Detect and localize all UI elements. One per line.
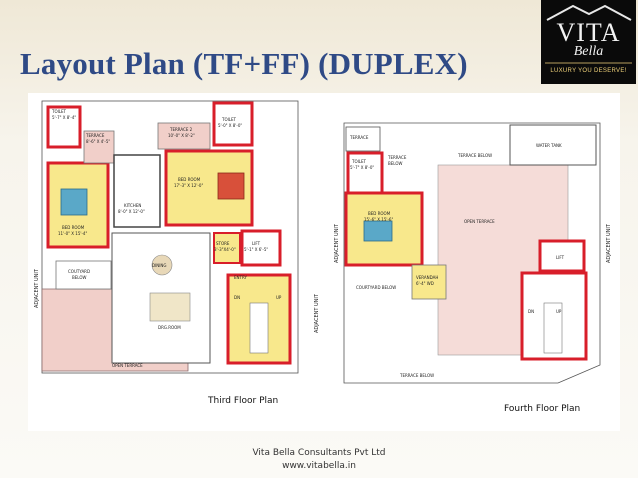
- tf-dining-table: [151, 254, 173, 276]
- third-floor-plan: TOILET 5'-7" X 8'-4" TERRACE 8'-6" X 4'-…: [34, 100, 320, 406]
- tf-label-up: UP: [276, 295, 282, 300]
- ff-label-terrace: TERRACE: [349, 135, 369, 140]
- tf-label-drg-room: DRG.ROOM: [158, 325, 181, 330]
- tf-label-terrace-2-dim: 10'-0" X 8'-2": [168, 133, 195, 138]
- tf-label-toilet-2-dim: 5'-0" X 8'-0": [218, 123, 242, 128]
- ff-label-terrace-below-bottom: TERRACE BELOW: [399, 373, 434, 378]
- tf-label-store: STORE: [216, 241, 230, 246]
- ff-label-toilet-dim: 5'-7" X 8'-0": [350, 165, 374, 170]
- ff-label-dn: DN: [528, 309, 534, 314]
- tf-label-bedroom-1: BED ROOM: [62, 225, 85, 230]
- tf-label-bedroom-2: BED ROOM: [178, 177, 201, 182]
- tf-label-kitchen: KITCHEN: [124, 203, 141, 208]
- tf-bed-1: [60, 188, 88, 216]
- tf-outline: [41, 100, 299, 374]
- logo-word-bella: Bella: [573, 44, 604, 59]
- ff-label-verandah: VERANDAH: [416, 275, 438, 280]
- logo-word-vita: VITA: [556, 18, 621, 47]
- tf-label-toilet-2: TOILET: [221, 117, 237, 122]
- slide-footer: Vita Bella Consultants Pvt Ltd www.vitab…: [0, 447, 638, 473]
- tf-toilet-1: [46, 105, 82, 149]
- logo-roof-icon: [545, 4, 632, 64]
- tf-label-lift: LIFT: [252, 241, 261, 246]
- ff-label-adjacent-left: ADJACENT UNIT: [334, 223, 340, 263]
- ff-label-water-tank: WATER TANK: [536, 143, 562, 148]
- tf-kitchen: [113, 154, 161, 228]
- tf-label-store-dim: 3'-3"X4'-0": [214, 247, 236, 252]
- ff-stair-well: [543, 302, 563, 354]
- vita-bella-logo: VITA Bella LUXURY YOU DESERVE!: [541, 0, 636, 84]
- tf-toilet-2: [212, 101, 254, 147]
- tf-label-terrace-2: TERRACE 2: [169, 127, 193, 132]
- tf-label-bedroom-1-dim: 11'-0" X 15'-4": [58, 231, 87, 236]
- tf-label-dining: DINING: [152, 263, 167, 268]
- tf-terrace-1: [83, 130, 115, 164]
- ff-label-bedroom: BED ROOM: [368, 211, 391, 216]
- ff-label-up: UP: [556, 309, 562, 314]
- fourth-floor-plan: TERRACE TOILET 5'-7" X 8'-0" TERRACE BEL…: [334, 122, 612, 414]
- tf-bed-2: [217, 172, 245, 200]
- ff-verandah: [411, 264, 447, 300]
- tf-label-open-terrace: OPEN TERRACE: [112, 363, 143, 368]
- footer-website: www.vitabella.in: [282, 461, 356, 471]
- tf-label-adjacent-left: ADJACENT UNIT: [34, 268, 40, 308]
- tf-label-dn: DN: [234, 295, 240, 300]
- ff-label-verandah-dim: 6'-4" WD: [416, 281, 434, 286]
- tf-label-courtyard-below: BELOW: [72, 275, 87, 280]
- tf-label-adjacent-right: ADJACENT UNIT: [314, 293, 320, 333]
- ff-toilet: [346, 151, 384, 195]
- tf-label-courtyard: COUTYARD: [68, 269, 90, 274]
- tf-stair-well: [249, 302, 269, 354]
- floor-plans-drawing: TOILET 5'-7" X 8'-4" TERRACE 8'-6" X 4'-…: [34, 100, 612, 414]
- ff-label-terrace-below-small: TERRACE: [387, 155, 407, 160]
- ff-terrace-top: [345, 126, 381, 152]
- tf-label-terrace-1: TERRACE: [85, 133, 105, 138]
- ff-label-toilet: TOILET: [351, 159, 367, 164]
- slide-title: Layout Plan (TF+FF) (DUPLEX): [20, 46, 468, 81]
- ff-caption: Fourth Floor Plan: [504, 404, 580, 414]
- ff-lift: [538, 239, 586, 273]
- footer-company: Vita Bella Consultants Pvt Ltd: [252, 448, 386, 458]
- tf-lift: [240, 229, 282, 267]
- tf-courtyard: [55, 260, 112, 290]
- ff-bed: [363, 220, 393, 242]
- ff-label-open-terrace: OPEN TERRACE: [464, 219, 495, 224]
- tf-label-lift-dim: 5'-1" X 6'-5": [244, 247, 268, 252]
- logo-tagline: LUXURY YOU DESERVE!: [550, 68, 627, 74]
- tf-label-terrace-1-dim: 8'-6" X 4'-5": [86, 139, 110, 144]
- tf-label-toilet-1: TOILET: [51, 109, 67, 114]
- tf-caption: Third Floor Plan: [207, 396, 278, 406]
- tf-label-bedroom-2-dim: 17'-3" X 12'-0": [174, 183, 203, 188]
- ff-water-tank: [509, 124, 597, 166]
- ff-label-lift: LIFT: [556, 255, 565, 260]
- ff-label-terrace-below-small-2: BELOW: [388, 161, 403, 166]
- ff-label-terrace-below-top: TERRACE BELOW: [457, 153, 492, 158]
- tf-label-entry: ENTRY: [234, 275, 247, 280]
- tf-label-kitchen-dim: 8'-0" X 12'-0": [118, 209, 145, 214]
- tf-drg-sofa: [149, 292, 191, 322]
- ff-label-adjacent-right: ADJACENT UNIT: [606, 223, 612, 263]
- floor-plans-image: TOILET 5'-7" X 8'-4" TERRACE 8'-6" X 4'-…: [28, 93, 620, 431]
- tf-label-toilet-1-dim: 5'-7" X 8'-4": [52, 115, 76, 120]
- ff-label-bedroom-dim: 15'-6" X 15'-6": [364, 217, 393, 222]
- tf-store: [213, 232, 241, 264]
- ff-label-courtyard-below: COURTYARD BELOW: [356, 285, 396, 290]
- tf-terrace-2: [157, 122, 211, 150]
- ff-outline: [343, 122, 601, 384]
